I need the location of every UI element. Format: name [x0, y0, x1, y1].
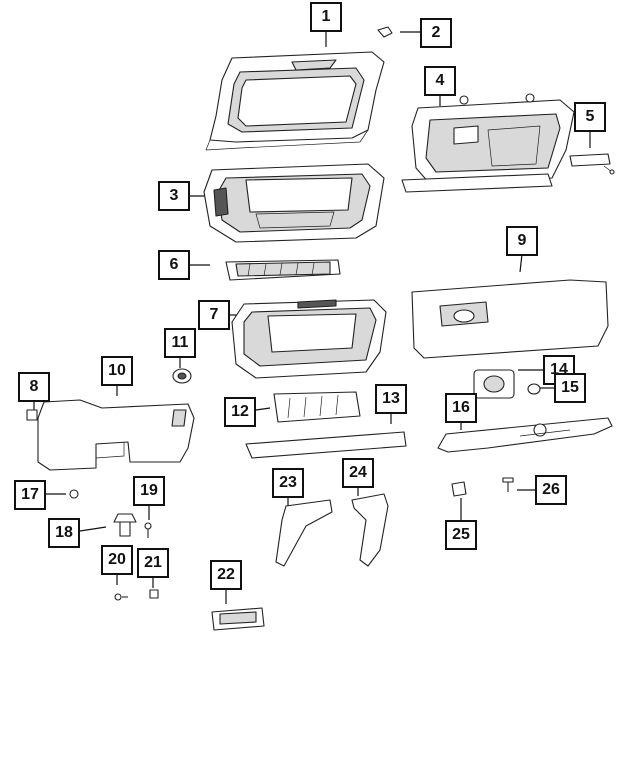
- part-26-pin: [502, 477, 514, 492]
- part-23-left-trim: [275, 499, 333, 567]
- callout-24[interactable]: 24: [342, 458, 374, 488]
- callout-26[interactable]: 26: [535, 475, 567, 505]
- part-6-louver: [225, 259, 341, 281]
- callout-15[interactable]: 15: [554, 373, 586, 403]
- callout-1[interactable]: 1: [310, 2, 342, 32]
- part-17-clip: [69, 489, 79, 499]
- callout-17[interactable]: 17: [14, 480, 46, 510]
- part-15-plug: [527, 383, 541, 395]
- callout-16[interactable]: 16: [445, 393, 477, 423]
- part-19-screw: [144, 522, 152, 538]
- callout-20[interactable]: 20: [101, 545, 133, 575]
- callout-13[interactable]: 13: [375, 384, 407, 414]
- part-2-clip: [377, 26, 393, 38]
- callout-6[interactable]: 6: [158, 250, 190, 280]
- part-1-glove-box-bezel: [205, 51, 385, 151]
- part-22-module: [211, 607, 265, 631]
- part-18-push-pin: [113, 513, 137, 537]
- part-3-glove-box-housing: [203, 163, 385, 243]
- part-25-clip: [451, 481, 467, 497]
- part-11-knob: [172, 368, 192, 384]
- part-9-glove-box-door: [411, 279, 609, 359]
- callout-7[interactable]: 7: [198, 300, 230, 330]
- callout-18[interactable]: 18: [48, 518, 80, 548]
- callout-2[interactable]: 2: [420, 18, 452, 48]
- callout-10[interactable]: 10: [101, 356, 133, 386]
- part-8-clip: [26, 409, 38, 421]
- callout-11[interactable]: 11: [164, 328, 196, 358]
- callout-23[interactable]: 23: [272, 468, 304, 498]
- callout-21[interactable]: 21: [137, 548, 169, 578]
- leader-lines: [33, 30, 591, 604]
- callout-9[interactable]: 9: [506, 226, 538, 256]
- callout-4[interactable]: 4: [424, 66, 456, 96]
- part-7-glove-box-bin: [231, 299, 387, 379]
- callout-5[interactable]: 5: [574, 102, 606, 132]
- part-20-screw: [114, 593, 128, 601]
- callout-8[interactable]: 8: [18, 372, 50, 402]
- callout-25[interactable]: 25: [445, 520, 477, 550]
- callout-22[interactable]: 22: [210, 560, 242, 590]
- callout-3[interactable]: 3: [158, 181, 190, 211]
- part-24-right-trim: [351, 493, 389, 567]
- part-4-glove-box-frame: [401, 93, 575, 193]
- part-13-trim-strip: [245, 431, 407, 459]
- part-5-switch: [569, 153, 615, 175]
- part-21-nut: [149, 589, 159, 599]
- callout-19[interactable]: 19: [133, 476, 165, 506]
- callout-12[interactable]: 12: [224, 397, 256, 427]
- part-10-lower-panel: [37, 399, 195, 471]
- part-16-bracket: [437, 417, 613, 453]
- part-12-vent-grille: [273, 391, 361, 423]
- part-14-switch: [473, 369, 515, 399]
